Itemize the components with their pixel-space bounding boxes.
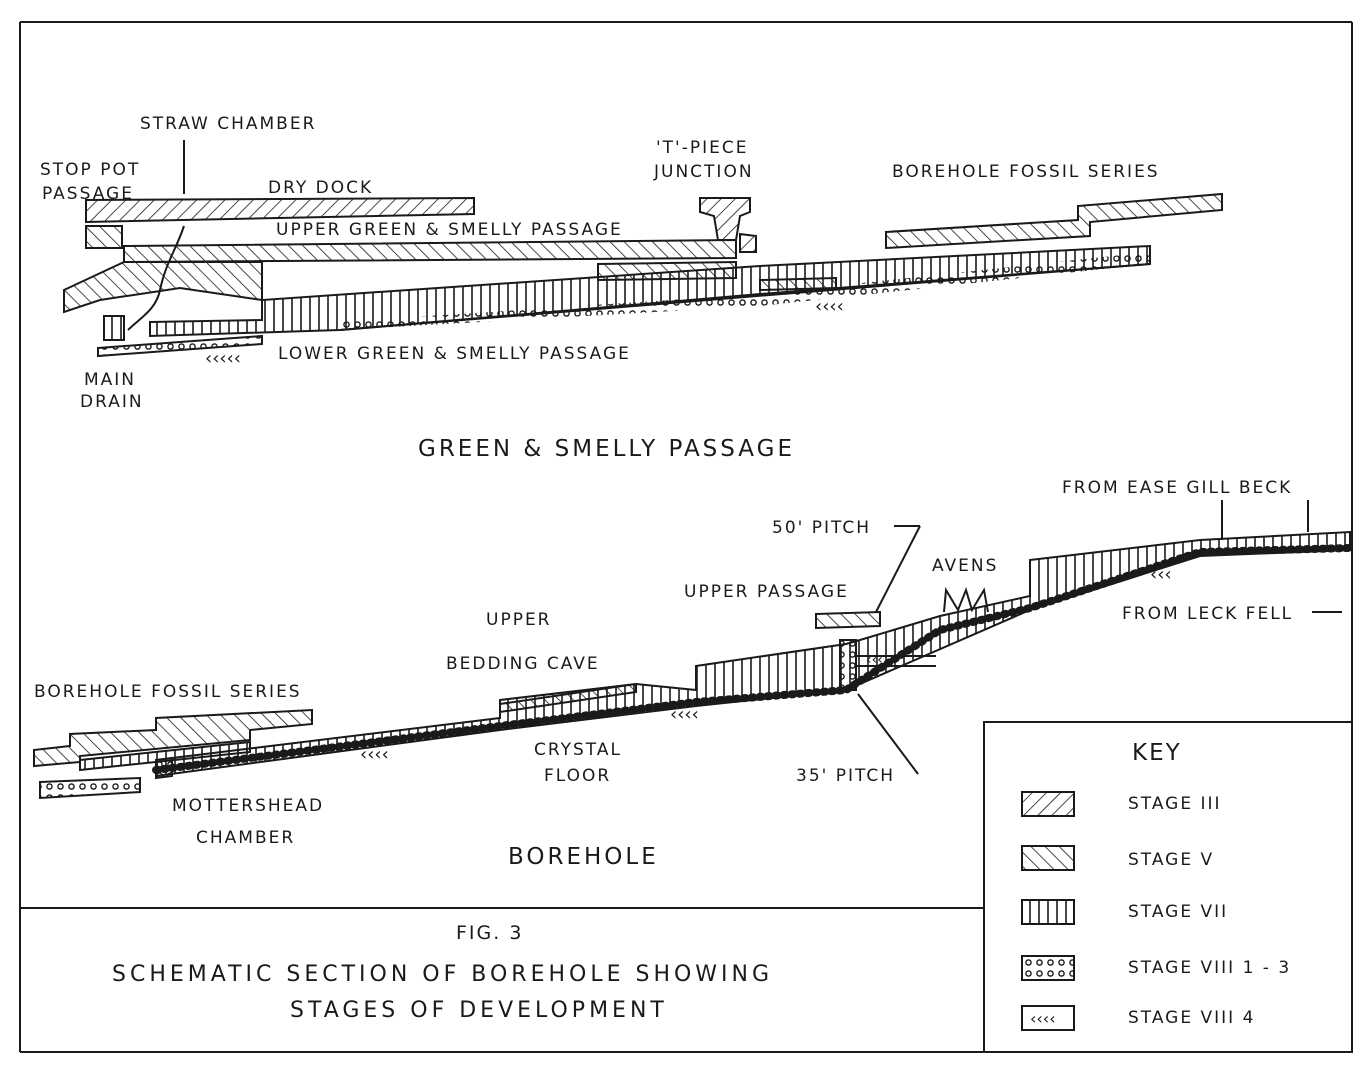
- key-title: KEY: [1132, 740, 1182, 766]
- label-crystal-2: FLOOR: [544, 766, 612, 786]
- label-upper: UPPER: [486, 610, 552, 630]
- stage-viii-left: [39, 776, 141, 800]
- label-upper-passage: UPPER PASSAGE: [684, 582, 849, 602]
- label-t-piece-1: 'T'-PIECE: [656, 138, 749, 158]
- label-stop-pot-1: STOP POT: [40, 160, 141, 180]
- key-swatch-stage-iii: [1021, 791, 1075, 817]
- label-t-piece-2: JUNCTION: [654, 162, 754, 182]
- label-avens: AVENS: [932, 556, 999, 576]
- key-swatch-stage-viii-1-3: [1021, 955, 1075, 981]
- stage-viii-floor: [152, 544, 1354, 774]
- stage-v-upper-passage: [123, 238, 737, 264]
- caption-line-2: STAGES OF DEVELOPMENT: [290, 998, 668, 1023]
- label-upper-green-smelly: UPPER GREEN & SMELLY PASSAGE: [276, 220, 623, 240]
- stage-v-bedding-cave: [499, 682, 637, 714]
- key-swatches: ‹‹‹‹: [1021, 791, 1075, 1031]
- label-borehole-fossil-bottom: BOREHOLE FOSSIL SERIES: [34, 682, 302, 702]
- label-mottershead-1: MOTTERSHEAD: [172, 796, 325, 816]
- key-swatch-stage-viii-4: [1021, 1005, 1075, 1031]
- svg-text:‹‹‹: ‹‹‹: [866, 652, 883, 668]
- label-stop-pot-2: PASSAGE: [42, 184, 134, 204]
- stage-viii-lower-band: [97, 334, 263, 358]
- svg-text:‹‹‹‹: ‹‹‹‹: [360, 744, 389, 765]
- svg-text:‹‹‹‹: ‹‹‹‹: [1030, 1009, 1056, 1028]
- stage-viii-band: [340, 252, 1150, 330]
- label-50-pitch: 50' PITCH: [772, 518, 872, 538]
- label-mottershead-2: CHAMBER: [196, 828, 296, 848]
- label-borehole-fossil-top: BOREHOLE FOSSIL SERIES: [892, 162, 1160, 182]
- key-label-stage-v: STAGE V: [1128, 850, 1215, 870]
- stage-viii-35-pitch: [839, 639, 857, 691]
- key-label-stage-viii-1-3: STAGE VIII 1 - 3: [1128, 958, 1292, 978]
- svg-text:‹‹‹‹: ‹‹‹‹: [815, 296, 844, 317]
- key-label-stage-viii-4: STAGE VIII 4: [1128, 1008, 1256, 1028]
- top-section-drawing: ‹‹‹‹ ‹‹‹‹‹: [63, 140, 1223, 369]
- label-lower-green-smelly: LOWER GREEN & SMELLY PASSAGE: [278, 344, 631, 364]
- svg-text:‹‹‹: ‹‹‹: [1150, 564, 1172, 585]
- label-crystal-1: CRYSTAL: [534, 740, 622, 760]
- label-from-leck-fell: FROM LECK FELL: [1122, 604, 1294, 624]
- label-straw-chamber: STRAW CHAMBER: [140, 114, 317, 134]
- label-from-ease-gill: FROM EASE GILL BECK: [1062, 478, 1293, 498]
- label-bedding-cave: BEDDING CAVE: [446, 654, 600, 674]
- bottom-section-title: BOREHOLE: [508, 844, 659, 870]
- bottom-section-drawing: ‹‹‹‹ ‹‹‹‹ ‹‹‹ ‹‹‹: [33, 500, 1354, 800]
- outer-frame: [19, 21, 1353, 1053]
- key-label-stage-vii: STAGE VII: [1128, 902, 1229, 922]
- key-label-stage-iii: STAGE III: [1128, 794, 1222, 814]
- stage-v-upper-passage-b: [815, 610, 881, 630]
- stage-vii-main-drain: [103, 315, 125, 341]
- top-section-title: GREEN & SMELLY PASSAGE: [418, 436, 795, 462]
- svg-text:‹‹‹‹‹: ‹‹‹‹‹: [205, 348, 241, 369]
- label-main-drain-1: MAIN: [84, 370, 137, 390]
- label-dry-dock: DRY DOCK: [268, 178, 374, 198]
- caption-line-1: SCHEMATIC SECTION OF BOREHOLE SHOWING: [112, 962, 774, 987]
- stage-iii-dry-dock: [85, 196, 475, 224]
- label-35-pitch: 35' PITCH: [796, 766, 896, 786]
- key-swatch-stage-vii: [1021, 899, 1075, 925]
- key-swatch-stage-v: [1021, 845, 1075, 871]
- label-main-drain-2: DRAIN: [80, 392, 144, 412]
- figure-number: FIG. 3: [456, 922, 524, 944]
- stage-iii-t-piece: [699, 197, 751, 241]
- svg-text:‹‹‹‹: ‹‹‹‹: [670, 704, 699, 725]
- stage-v-borehole-fossil: [885, 192, 1223, 250]
- stage-v-left-wedge: [63, 261, 263, 314]
- stage-v-stop-pot: [85, 225, 123, 249]
